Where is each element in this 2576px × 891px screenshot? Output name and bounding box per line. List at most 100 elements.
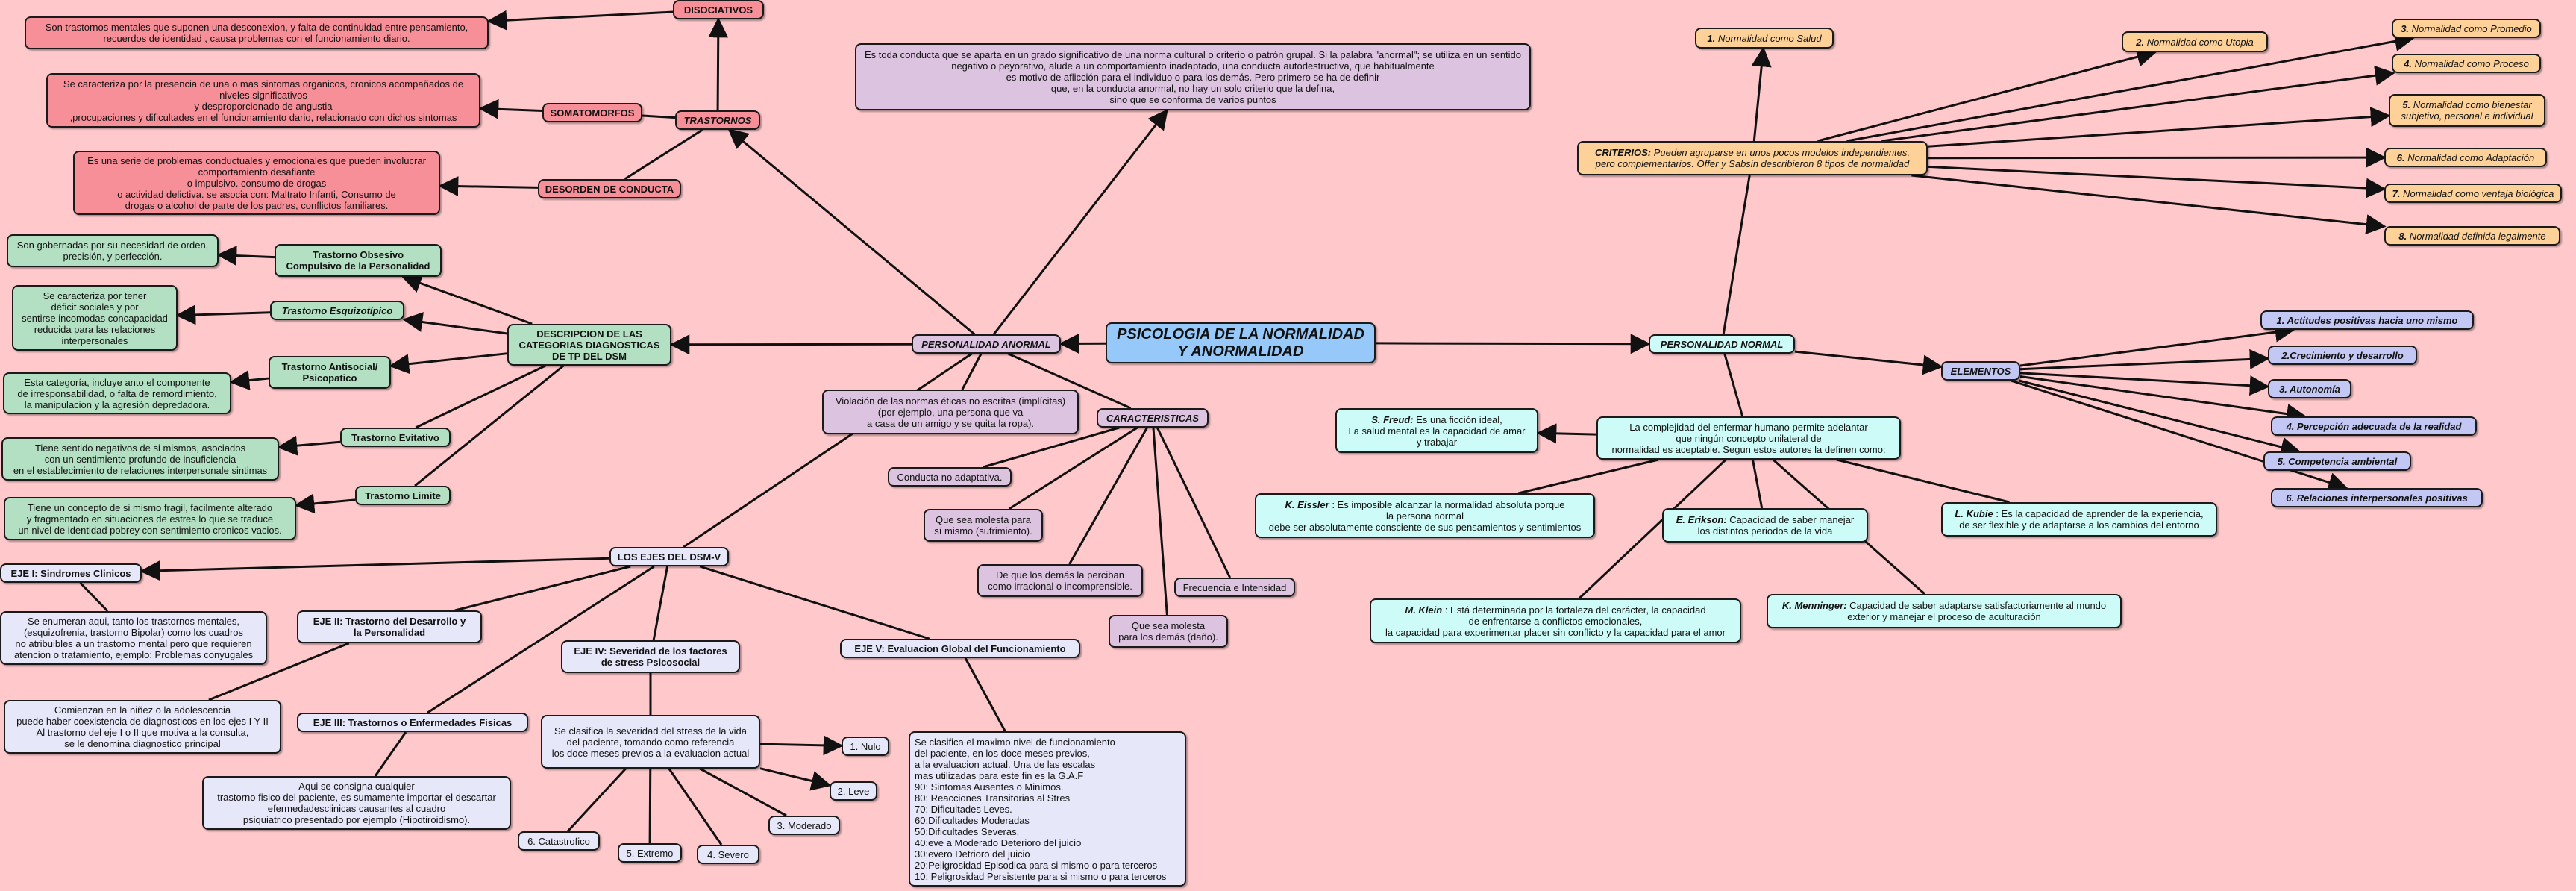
connector-elem-el5	[2018, 379, 2301, 457]
criterios-label: CRITERIOS:	[1594, 147, 1652, 158]
normalidad-salud-node: 1. Normalidad como Salud	[1695, 28, 1834, 49]
connector-diso-diso-d	[486, 10, 674, 31]
connector-car-frec	[1156, 427, 1232, 578]
normalidad-legal-node: 8. Normalidad definida legalmente	[2384, 226, 2560, 246]
connector-pn-comp	[1723, 353, 1744, 417]
connector-car-noad	[983, 426, 1120, 469]
connector-e4-d-nulo	[759, 735, 844, 756]
autor-erikson-label: E. Erikson:	[1676, 514, 1727, 525]
eje-1-node: EJE I: Sindromes Clinicos	[0, 563, 142, 583]
connector-crit-n5	[1927, 107, 2391, 148]
connector-ejes-e4	[652, 566, 669, 641]
normalidad-proceso-text: Normalidad como Proceso	[2412, 57, 2529, 69]
elemento-4-node: 4. Percepción adecuada de la realidad	[2271, 416, 2477, 436]
desorden-conducta-description: Es una serie de problemas conductuales y…	[73, 151, 440, 215]
normalidad-bienestar-text: Normalidad como bienestar subjetivo, per…	[2401, 99, 2533, 122]
connector-e4-d-cata	[566, 767, 627, 833]
stress-severo-node: 4. Severo	[697, 845, 759, 864]
stress-moderado-node: 3. Moderado	[768, 816, 840, 835]
autor-eissler-label: K. Eissler	[1285, 498, 1329, 510]
normalidad-bienestar-node: 5. Normalidad como bienestar subjetivo, …	[2389, 94, 2545, 127]
autor-freud-text: Es una ficción ideal, La salud mental es…	[1348, 413, 1526, 448]
connector-comp-klein	[1578, 458, 1727, 600]
connector-cat-obs	[401, 273, 533, 325]
normalidad-salud-text: Normalidad como Salud	[1715, 32, 1822, 44]
stress-extremo-node: 5. Extremo	[618, 843, 682, 863]
autor-kubie-text: : Es la capacidad de aprender de la expe…	[1959, 508, 2204, 531]
connector-evi-evi-d	[277, 435, 341, 456]
autor-menninger-label: K. Menninger:	[1781, 600, 1847, 611]
connector-car-irr	[1068, 427, 1148, 565]
autor-erikson-text: Capacidad de saber manejar los distintos…	[1697, 514, 1855, 537]
autor-freud-node: S. Freud: Es una ficción ideal, La salud…	[1335, 408, 1538, 453]
connector-obs-obs-d	[216, 246, 275, 266]
connector-cat-evi	[415, 364, 546, 429]
disociativos-description: Son trastornos mentales que suponen una …	[25, 16, 489, 49]
eje-5-description: Se clasifica el maximo nivel de funciona…	[909, 731, 1186, 887]
frecuencia-intensidad-node: Frecuencia e Intensidad	[1174, 578, 1295, 597]
eje-2-description: Comienzan en la niñez o la adolescencia …	[4, 700, 281, 754]
connector-pn-elem	[1794, 350, 1943, 375]
normalidad-ventaja-num: 7.	[2392, 187, 2401, 199]
connector-crit-n8	[1911, 174, 2387, 235]
connector-e4-d-leve	[759, 767, 832, 791]
complejidad-node: La complejidad del enfermar humano permi…	[1596, 416, 1901, 460]
criterios-text: Pueden agruparse en unos pocos modelos i…	[1595, 147, 1911, 169]
connector-tras-desor	[624, 128, 703, 181]
somatomorfos-node: SOMATOMORFOS	[542, 103, 642, 122]
trastornos-node: TRASTORNOS	[675, 110, 760, 130]
connector-e3-e3-d	[374, 731, 407, 777]
eje-5-node: EJE V: Evaluacion Global del Funcionamie…	[840, 639, 1080, 658]
stress-nulo-node: 1. Nulo	[842, 737, 889, 756]
normalidad-adaptacion-node: 6. Normalidad como Adaptación	[2384, 148, 2547, 167]
trastorno-esquizotipico-description: Se caracteriza por tener déficit sociale…	[12, 285, 178, 351]
trastorno-limite-description: Tiene un concepto de si mismo fragil, fa…	[4, 497, 296, 540]
connector-e4-d-sev	[668, 768, 723, 845]
normalidad-salud-num: 1.	[1707, 32, 1716, 44]
stress-catastrofico-node: 6. Catastrofico	[518, 831, 600, 851]
molesta-si-mismo-node: Que sea molesta para sí mismo (sufrimien…	[924, 509, 1043, 542]
normalidad-utopia-num: 2.	[2136, 36, 2145, 48]
autor-klein-node: M. Klein : Está determinada por la forta…	[1370, 598, 1741, 643]
trastorno-antisocial-description: Esta categoría, incluye anto el componen…	[3, 372, 231, 414]
eje-4-node: EJE IV: Severidad de los factores de str…	[561, 640, 740, 673]
eje-3-node: EJE III: Trastornos o Enfermedades Fisic…	[297, 713, 528, 732]
violacion-normas-node: Violación de las normas éticas no escrit…	[822, 390, 1079, 434]
autor-klein-text: : Está determinada por la fortaleza del …	[1385, 604, 1726, 638]
trastorno-obsesivo-description: Son gobernadas por su necesidad de orden…	[7, 234, 219, 267]
autor-erikson-node: E. Erikson: Capacidad de saber manejar l…	[1662, 508, 1868, 543]
eje-3-description: Aqui se consigna cualquier trastorno fis…	[202, 776, 511, 830]
eje-4-description: Se clasifica la severidad del stress de …	[541, 715, 760, 769]
connector-e5-e5-d	[964, 657, 1006, 732]
normalidad-ventaja-node: 7. Normalidad como ventaja biológica	[2384, 184, 2562, 203]
connector-desor-desor-d	[438, 176, 539, 197]
trastorno-evitativo-description: Tiene sentido negativos de si mismos, as…	[1, 437, 279, 481]
autor-freud-label: S. Freud:	[1371, 413, 1414, 425]
categorias-diagnosticas-node: DESCRIPCION DE LAS CATEGORIAS DIAGNOSTIC…	[507, 324, 671, 366]
elemento-6-node: 6. Relaciones interpersonales positivas	[2271, 488, 2483, 507]
connector-crit-n1	[1751, 46, 1772, 142]
normalidad-adaptacion-num: 6.	[2396, 151, 2405, 163]
connector-cat-lim	[414, 364, 565, 487]
connector-crit-n3	[1846, 31, 2416, 143]
connector-esq-esq-d	[175, 304, 271, 325]
irracional-node: De que los demás la perciban como irraci…	[977, 564, 1143, 597]
connector-tras-soma	[642, 114, 676, 119]
elemento-1-node: 1. Actitudes positivas hacia uno mismo	[2260, 310, 2474, 330]
normalidad-promedio-node: 3. Normalidad como Promedio	[2392, 19, 2541, 38]
connector-car-mdem	[1152, 427, 1168, 616]
connector-elem-el4	[2019, 375, 2307, 424]
normalidad-utopia-node: 2. Normalidad como Utopia	[2122, 31, 2268, 52]
caracteristicas-node: CARACTERISTICAS	[1097, 408, 1209, 428]
elemento-2-node: 2.Crecimiento y desarrollo	[2268, 346, 2417, 365]
connector-cat-anti	[389, 352, 508, 375]
connector-ejes-e3	[427, 565, 655, 714]
connector-comp-freud	[1536, 423, 1597, 444]
connector-comp-kubie	[1836, 458, 2010, 504]
connector-crit-n4	[1881, 65, 2395, 143]
disociativos-node: DISOCIATIVOS	[673, 0, 764, 19]
normalidad-utopia-text: Normalidad como Utopia	[2144, 36, 2254, 48]
trastorno-limite-node: Trastorno Limite	[355, 486, 451, 505]
personalidad-normal-node: PERSONALIDAD NORMAL	[1649, 334, 1795, 354]
